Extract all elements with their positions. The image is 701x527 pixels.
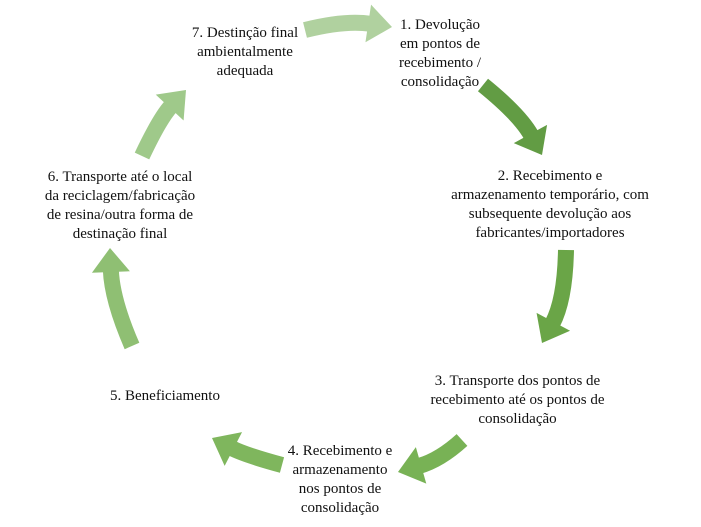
arrow-head: [91, 248, 130, 273]
arrow-shaft: [303, 14, 372, 38]
arrow-shaft: [102, 269, 140, 350]
arrow-head: [212, 432, 243, 466]
arrow-step-3-to-4: [398, 434, 468, 484]
arrow-head: [398, 447, 427, 484]
arrow-shaft: [416, 434, 468, 474]
step-5-label: 5. Beneficiamento: [110, 388, 220, 404]
arrow-step-2-to-3: [536, 249, 574, 343]
arrow-head: [513, 124, 548, 155]
arrow-step-1-to-2: [477, 78, 548, 155]
arrow-shaft: [227, 440, 285, 473]
step-6-label: 6. Transporte até o local da reciclagem/…: [44, 169, 196, 242]
arrow-head: [365, 4, 392, 43]
step-4-label: 4. Recebimento e armazenamento nos ponto…: [287, 443, 393, 516]
arrow-step-6-to-7: [134, 90, 186, 160]
step-7-label: 7. Destinção final ambientalmente adequa…: [191, 25, 299, 79]
arrow-shaft: [134, 100, 178, 160]
arrow-shaft: [545, 249, 574, 328]
arrow-step-7-to-1: [303, 4, 392, 43]
arrow-shaft: [477, 78, 539, 140]
arrow-head: [536, 312, 571, 343]
arrow-step-4-to-5: [212, 432, 285, 473]
step-2-label: 2. Recebimento e armazenamento temporári…: [451, 168, 649, 241]
step-3-label: 3. Transporte dos pontos de recebimento …: [430, 373, 605, 427]
arrow-head: [155, 90, 186, 121]
arrow-step-5-to-6: [91, 248, 140, 350]
step-1-label: 1. Devolução em pontos de recebimento / …: [398, 17, 482, 90]
